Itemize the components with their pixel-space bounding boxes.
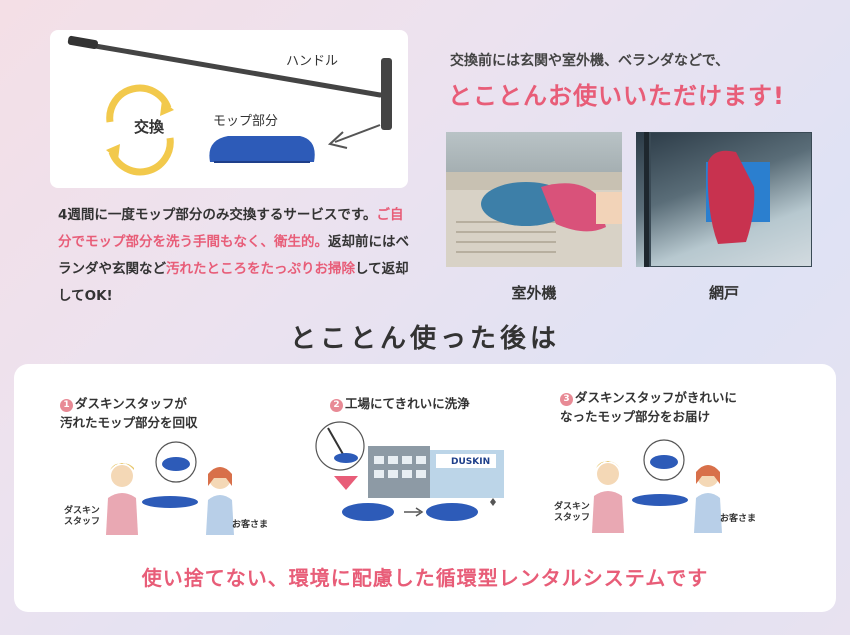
step-collect-line2: 汚れたモップ部分を回収 (60, 415, 198, 430)
section-title: とことん使った後は (289, 324, 560, 354)
usage-headline: とことんお使いいただけます! (448, 82, 785, 110)
photo-caption-outdoor-unit: 室外機 (511, 284, 557, 302)
factory-illustration (315, 421, 504, 521)
mop-label: モップ部分 (213, 114, 279, 129)
desc-part1: 4週間に一度モップ部分のみ交換するサービスです。 (58, 207, 377, 223)
window-screen-photo (636, 132, 812, 267)
handle-label: ハンドル (286, 54, 339, 69)
staff-label-1: ダスキンスタッフ (64, 506, 101, 527)
collect-illustration (106, 441, 234, 535)
service-description: 4週間に一度モップ部分のみ交換するサービスです。ご自分でモップ部分を洗う手間もな… (58, 202, 413, 310)
step-deliver-line1: ダスキンスタッフがきれいに (575, 390, 737, 405)
step-number: 1 (60, 399, 73, 412)
staff-label-3: ダスキンスタッフ (554, 502, 591, 523)
customer-label-3: お客さま (720, 514, 757, 524)
deliver-illustration (592, 439, 722, 533)
step-number: 2 (330, 399, 343, 412)
desc-part5: して返却してOK! (58, 261, 409, 304)
footer-message: 使い捨てない、環境に配慮した循環型レンタルシステムです (141, 566, 709, 590)
step-number: 3 (560, 393, 573, 406)
customer-label-1: お客さま (232, 520, 269, 530)
exchange-label: 交換 (134, 118, 165, 136)
outdoor-unit-photo (446, 132, 622, 267)
step-collect-line1: ダスキンスタッフが (75, 396, 187, 411)
mop-illustration-card: ハンドル モップ部分 交換 (50, 30, 408, 188)
usage-lead: 交換前には玄関や室外機、ベランダなどで、 (450, 53, 730, 69)
desc-part3: 返却前にはベランダや玄関など (58, 234, 409, 277)
photo-caption-window-screen: 網戸 (708, 284, 739, 302)
step-deliver-line2: なったモップ部分をお届け (560, 409, 711, 424)
desc-part2: ご自分でモップ部分を洗う手間もなく、衛生的。 (58, 207, 404, 250)
mop-handle-illustration (67, 35, 392, 176)
step-wash-line1: 工場にてきれいに洗浄 (345, 396, 470, 411)
desc-part4: 汚れたところをたっぷりお掃除 (166, 261, 355, 277)
factory-sign: DUSKIN (451, 457, 491, 467)
